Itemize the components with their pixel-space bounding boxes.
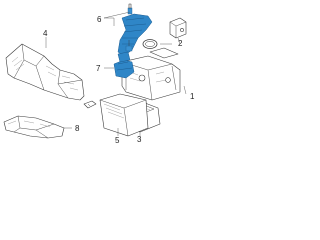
callout-4: 4 [43, 29, 48, 38]
bolt-part [127, 3, 133, 15]
leader-lines [45, 11, 187, 136]
clip-part [83, 100, 97, 109]
intake-duct-part [5, 43, 85, 101]
callout-3: 3 [137, 135, 142, 144]
lower-scoop-part [3, 115, 65, 139]
sensor-part [169, 17, 187, 39]
callout-2: 2 [178, 39, 183, 48]
callout-7-visible: 7 [96, 64, 101, 73]
lower-case-part [99, 93, 149, 137]
intake-hose-part [113, 13, 153, 79]
parts-diagram: 1 2 3 4 5 6 7 8 7 [3, 3, 195, 145]
clamp-part [142, 39, 158, 49]
callout-6: 6 [97, 15, 102, 24]
clip-blue-part [125, 40, 133, 52]
callout-5: 5 [115, 136, 120, 145]
callout-8: 8 [75, 124, 80, 133]
callout-1: 1 [190, 92, 195, 101]
